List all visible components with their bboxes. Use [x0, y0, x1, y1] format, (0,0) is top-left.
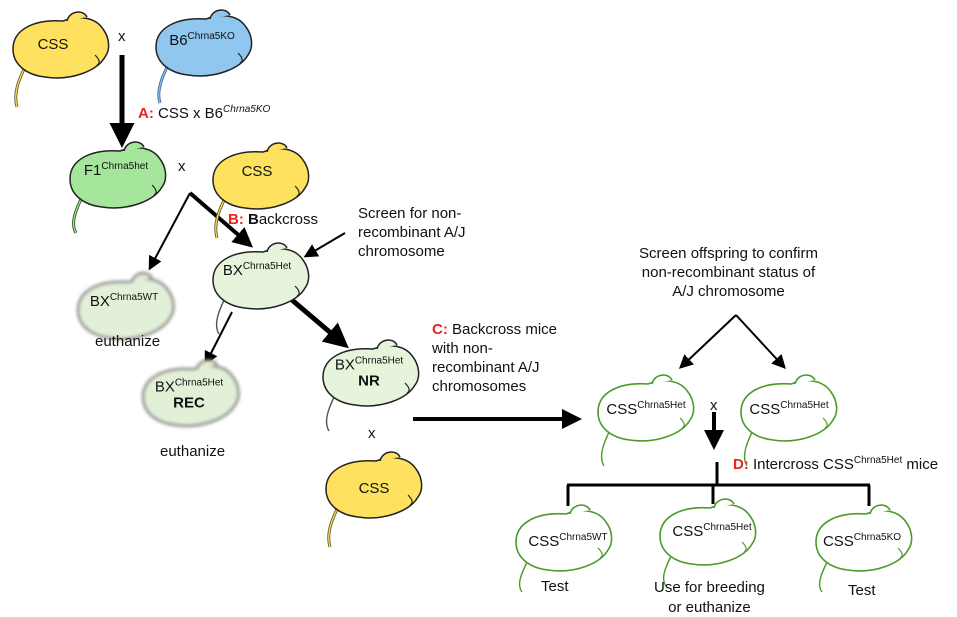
arrow-screen-left: [678, 314, 737, 369]
euthanize-label: euthanize: [160, 443, 226, 460]
mouse-css-het-mid: CSSChrna5Het: [652, 494, 762, 594]
test-label-right: Test: [848, 582, 876, 599]
mouse-label: CSS: [37, 36, 69, 54]
screen-nonrec-note: Screen for non- recombinant A/J chromoso…: [358, 204, 466, 261]
test-label-left: Test: [541, 578, 569, 595]
breeding-note: Use for breeding or euthanize: [654, 578, 765, 617]
genotype-superscript: Chrna5Het: [780, 400, 829, 412]
genotype-superscript: Chrna5het: [101, 161, 149, 173]
step-d-caption: D: Intercross CSSChrna5Het mice: [733, 455, 939, 474]
mouse-label: BX: [334, 356, 355, 374]
mouse-f1-het: F1Chrna5het: [62, 137, 172, 237]
mouse-label: CSS: [358, 480, 390, 498]
genotype-superscript: Chrna5KO: [853, 532, 902, 544]
mouse-css-top: CSS: [5, 7, 115, 108]
arrow-bx-to-rec: [204, 311, 233, 366]
genotype-superscript: Chrna5Het: [174, 377, 224, 389]
note-line: Use for breeding: [654, 579, 765, 596]
mouse-css-ko: CSSChrna5KO: [808, 500, 918, 600]
genotype-superscript: Chrna5Het: [853, 455, 903, 466]
mouse-b6-ko: B6Chrna5KO: [148, 5, 258, 105]
mouse-css-wt: CSSChrna5WT: [508, 500, 618, 600]
step-text: with non-: [432, 340, 493, 357]
mouse-label: CSS: [241, 163, 273, 181]
mouse-label: CSS: [822, 533, 854, 551]
genotype-superscript: Chrna5KO: [223, 104, 271, 115]
genotype-superscript: Chrna5Het: [354, 355, 404, 367]
non-recombinant-tag: NR: [358, 372, 380, 389]
step-b-caption: B: Backcross: [228, 211, 318, 228]
step-letter: B:: [228, 211, 244, 228]
mouse-css-het-right: CSSChrna5Het: [733, 370, 843, 470]
step-text: chromosomes: [432, 378, 527, 395]
genotype-superscript: Chrna5WT: [109, 292, 159, 304]
mouse-css-mid: CSS: [205, 138, 315, 239]
genotype-superscript: Chrna5Het: [637, 400, 686, 412]
step-letter: D:: [733, 456, 749, 473]
step-text: CSS x B6: [158, 105, 224, 122]
screen-offspring-note: Screen offspring to confirm non-recombin…: [639, 244, 818, 301]
note-line: Screen offspring to confirm: [639, 245, 818, 262]
step-text: recombinant A/J: [432, 359, 540, 376]
note-line: recombinant A/J: [358, 224, 466, 241]
arrow-f1-to-bx: [188, 191, 254, 248]
mouse-label: CSS: [528, 533, 560, 551]
euthanize-label: euthanize: [95, 333, 161, 350]
step-emphasis: B: [248, 211, 259, 228]
mouse-css-het-left: CSSChrna5Het: [590, 370, 700, 470]
mouse-label: F1: [83, 162, 102, 180]
arrow-b: [148, 192, 191, 271]
genotype-superscript: Chrna5Het: [703, 522, 752, 534]
mouse-label: BX: [154, 378, 175, 396]
mouse-label: BX: [222, 262, 243, 280]
mouse-label: CSS: [606, 401, 638, 419]
mouse-css-bottom: CSS: [318, 447, 428, 548]
cross-symbol: x: [368, 425, 376, 442]
step-letter: A:: [138, 105, 154, 122]
cross-symbol: x: [118, 28, 126, 45]
genotype-superscript: Chrna5KO: [187, 31, 235, 43]
note-line: or euthanize: [668, 599, 751, 616]
step-text: ackcross: [258, 211, 319, 228]
note-line: chromosome: [358, 243, 445, 260]
mouse-label: B6: [169, 32, 188, 50]
cross-symbol: x: [710, 397, 718, 414]
mouse-bx-het: BXChrna5Het: [205, 238, 315, 338]
arrow-bx-to-nr: [290, 298, 349, 349]
genotype-superscript: Chrna5WT: [559, 532, 608, 544]
step-text: mice: [906, 456, 939, 473]
arrow-screen-right: [735, 314, 786, 370]
step-a-caption: A: CSS x B6Chrna5KO: [138, 104, 271, 123]
step-c-caption: C: Backcross mice with non- recombinant …: [432, 320, 557, 396]
note-line: A/J chromosome: [672, 283, 785, 300]
step-letter: C:: [432, 321, 448, 338]
arrow-screen-nonrec: [303, 232, 346, 258]
note-line: non-recombinant status of: [641, 264, 816, 281]
cross-symbol: x: [178, 158, 186, 175]
mouse-label: CSS: [672, 523, 704, 541]
mouse-label: CSS: [749, 401, 781, 419]
note-line: Screen for non-: [358, 205, 462, 222]
recombinant-tag: REC: [173, 394, 205, 411]
mouse-label: BX: [89, 293, 110, 311]
step-text: Intercross CSS: [753, 456, 854, 473]
genotype-superscript: Chrna5Het: [242, 261, 292, 273]
mouse-bx-wt: BXChrna5WT: [70, 268, 180, 368]
step-text: Backcross mice: [452, 321, 558, 338]
